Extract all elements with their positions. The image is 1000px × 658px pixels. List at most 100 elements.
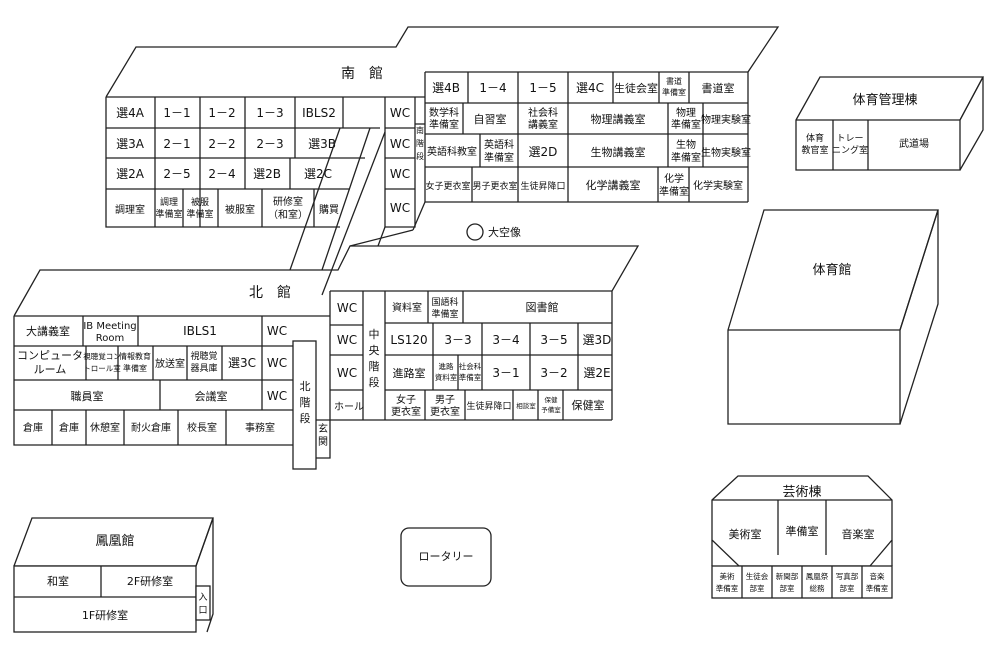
room-sewing-prep: 被服準備室 <box>186 196 213 220</box>
student-entrance-south: 生徒昇降口 <box>520 180 565 192</box>
room-1-2: 1－2 <box>208 106 235 120</box>
room-boys-locker-north: 男子更衣室 <box>430 394 460 418</box>
south-stairs: 南階段 <box>416 125 424 161</box>
wc-north-3: WC <box>267 389 287 403</box>
room-storage-2: 倉庫 <box>59 421 79 434</box>
gymnasium: 体育館 <box>727 209 939 425</box>
room-3-3: 3－3 <box>444 333 471 347</box>
room-health: 保健室 <box>572 398 605 412</box>
room-sen4b: 選4B <box>432 81 460 95</box>
room-meeting: 会議室 <box>195 389 228 403</box>
room-fireproof-storage: 耐火倉庫 <box>131 421 171 434</box>
room-rest: 休憩室 <box>90 421 120 434</box>
statue-marker: 大空像 <box>466 223 521 241</box>
room-career-materials: 進路資料室 <box>435 361 458 382</box>
room-council-club: 生徒会部室 <box>746 571 769 593</box>
rotary: ロータリー <box>400 527 492 587</box>
room-physics-prep: 物理準備室 <box>671 106 701 131</box>
room-3-5: 3－5 <box>540 333 567 347</box>
student-entrance-north: 生徒昇降口 <box>466 400 511 412</box>
room-calligraphy-prep: 書道準備室 <box>662 76 686 97</box>
pe-management-name: 体育管理棟 <box>852 92 917 108</box>
room-3-2: 3－2 <box>540 366 567 380</box>
room-sen3b: 選3B <box>308 137 336 151</box>
room-materials: 資料室 <box>392 301 422 314</box>
room-av-control: 視聴覚コントロール室 <box>83 351 121 373</box>
room-girls-locker-north: 女子更衣室 <box>391 393 421 418</box>
pe-management-building: 体育管理棟 体育教官室 トレーニング室 武道場 <box>795 76 985 171</box>
room-sen3d: 選3D <box>583 333 612 347</box>
room-av-equipment: 視聴覚器具庫 <box>190 350 217 374</box>
room-training-japanese: 研修室（和室） <box>268 195 308 221</box>
room-photo-club: 写真部部室 <box>836 571 859 593</box>
arts-building-name: 芸術棟 <box>782 484 821 500</box>
wc-north-4: WC <box>337 301 357 315</box>
room-2-2: 2－2 <box>208 137 235 151</box>
room-career: 進路室 <box>393 366 426 380</box>
room-japanese-prep: 国語科準備室 <box>431 296 458 320</box>
wc-south-4: WC <box>390 201 410 215</box>
room-math-prep: 数学科準備室 <box>429 106 459 131</box>
room-biology-prep: 生物準備室 <box>671 138 701 164</box>
room-art-prep: 美術準備室 <box>716 571 739 593</box>
room-art: 美術室 <box>729 527 762 541</box>
room-chemistry-lecture: 化学講義室 <box>586 178 641 192</box>
room-sen2b: 選2B <box>253 167 281 181</box>
room-sen3c: 選3C <box>228 356 256 370</box>
room-computer: コンピュータルーム <box>17 349 83 376</box>
wc-south-3: WC <box>390 167 410 181</box>
room-physics-lecture: 物理講義室 <box>591 112 646 126</box>
room-washitsu: 和室 <box>47 574 69 588</box>
room-shop: 購買 <box>319 203 339 216</box>
room-social-prep: 社会科準備室 <box>459 361 482 382</box>
room-staff: 職員室 <box>71 389 104 403</box>
room-2f-training: 2F研修室 <box>127 574 173 588</box>
room-3-4: 3－4 <box>492 333 519 347</box>
room-english: 英語科教室 <box>427 145 477 158</box>
front-entrance: 玄関 <box>318 422 328 448</box>
room-3-1: 3－1 <box>492 366 519 380</box>
statue-label: 大空像 <box>488 225 521 239</box>
wc-south-2: WC <box>390 137 410 151</box>
room-physics-lab: 物理実験室 <box>701 113 751 126</box>
room-1f-training: 1F研修室 <box>82 608 128 622</box>
room-student-council: 生徒会室 <box>614 81 658 95</box>
room-music-prep: 音楽準備室 <box>866 571 889 593</box>
room-festival-office: 鳳凰祭総務 <box>806 571 829 593</box>
room-ibls1: IBLS1 <box>183 324 217 338</box>
south-building-name: 南 館 <box>341 65 383 82</box>
room-storage-1: 倉庫 <box>23 421 43 434</box>
room-newspaper-club: 新聞部部室 <box>776 571 799 593</box>
room-broadcast: 放送室 <box>155 357 185 370</box>
rotary-label: ロータリー <box>419 550 474 563</box>
room-martial-arts: 武道場 <box>899 137 929 150</box>
arts-building: 芸術棟 美術室 準備室 音楽室 美術準備室 生徒会部室 新聞部部室 鳳凰祭総務 … <box>711 475 893 599</box>
wc-north-5: WC <box>337 333 357 347</box>
room-2-4: 2－4 <box>208 167 235 181</box>
room-info-prep: 情報教育準備室 <box>119 351 151 373</box>
room-counseling: 相談室 <box>516 401 536 410</box>
central-stairs: 中央階段 <box>369 328 380 389</box>
room-health-spare: 保健予備室 <box>541 395 561 414</box>
gymnasium-name: 体育館 <box>812 262 851 278</box>
room-cooking-prep: 調理準備室 <box>155 196 182 220</box>
room-sen2c: 選2C <box>304 167 332 181</box>
south-building: 南 館 選4A 1－1 1－2 1－3 IBLS2 選3A 2－1 2－2 2－… <box>105 26 780 228</box>
room-self-study: 自習室 <box>474 112 507 126</box>
room-2-5: 2－5 <box>163 167 190 181</box>
corridors <box>289 127 426 296</box>
houou-hall-name: 鳳凰館 <box>95 534 134 549</box>
houou-entrance: 入口 <box>198 592 207 616</box>
north-stairs: 北階段 <box>300 380 311 425</box>
room-calligraphy: 書道室 <box>702 81 735 95</box>
room-ls120: LS120 <box>390 333 427 347</box>
room-ibls2: IBLS2 <box>302 106 336 120</box>
room-boys-locker: 男子更衣室 <box>472 180 517 192</box>
wc-north-1: WC <box>267 324 287 338</box>
room-principal: 校長室 <box>187 421 217 434</box>
room-1-5: 1－5 <box>529 81 556 95</box>
room-sen3a: 選3A <box>116 137 145 151</box>
hall: ホール <box>334 401 364 413</box>
room-girls-locker: 女子更衣室 <box>425 180 470 192</box>
